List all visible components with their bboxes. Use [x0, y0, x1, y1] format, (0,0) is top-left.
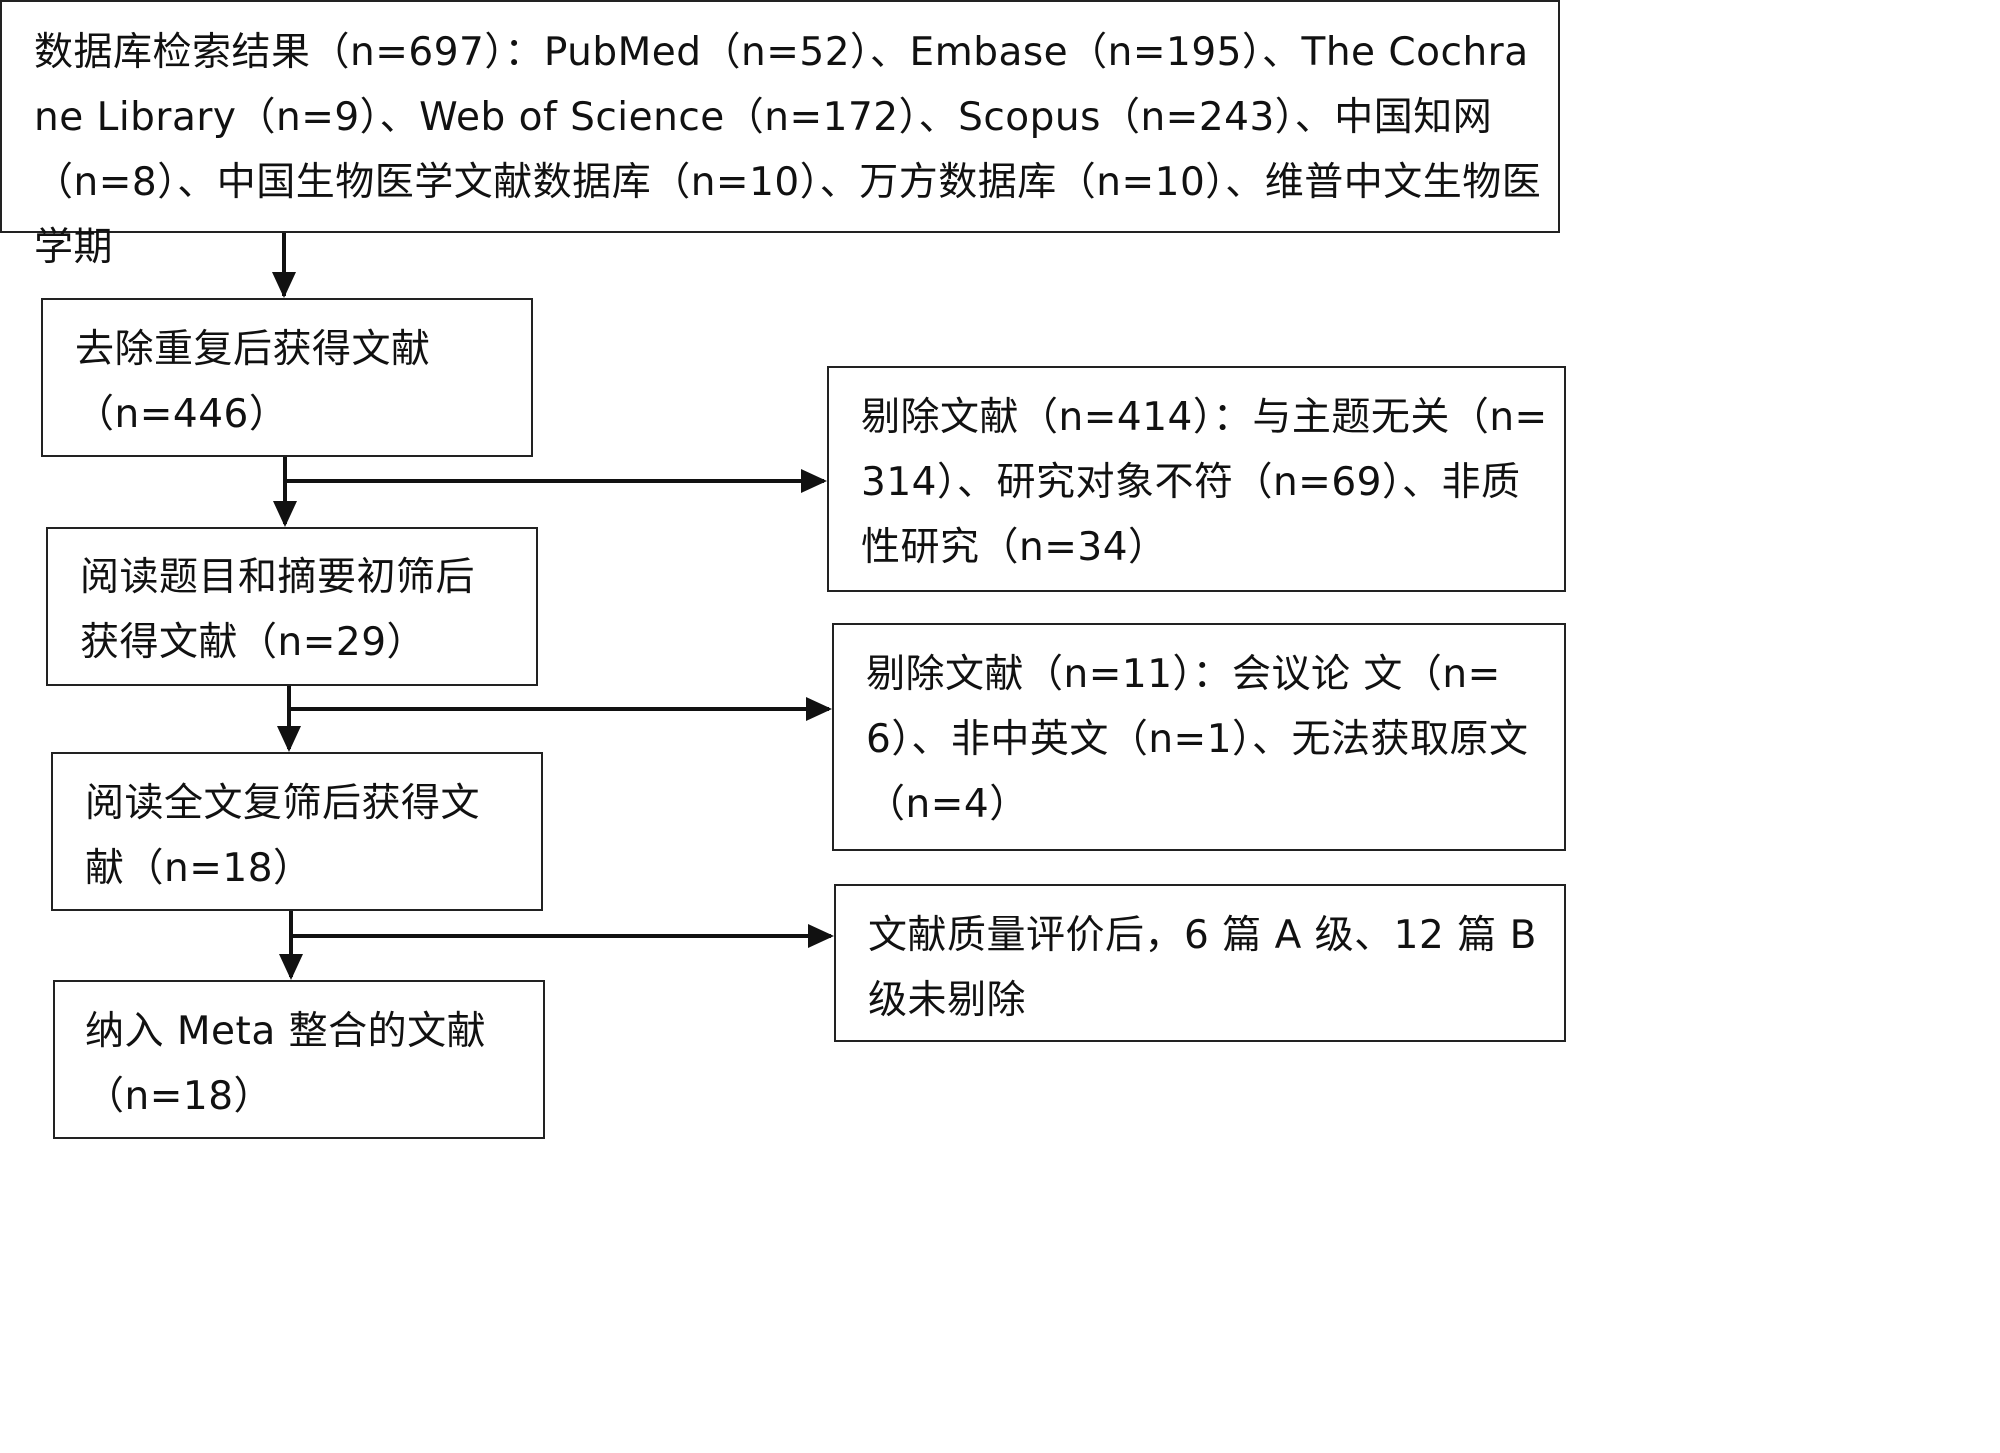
exclusion-text-1: 剔除文献（n=414）：与主题无关（n=314）、研究对象不符（n=69）、非质…: [861, 395, 1548, 570]
quality-assessment-text: 文献质量评价后，6 篇 A 级、12 篇 B 级未剔除: [868, 913, 1537, 1023]
arrowhead-screen-to-exclusion-2: [806, 697, 832, 721]
arrowhead-search-to-dedup: [272, 272, 296, 298]
search-results-box: 数据库检索结果（n=697）：PubMed（n=52）、Embase（n=195…: [0, 0, 1560, 270]
title-abstract-screen-box: 阅读题目和摘要初筛后获得文献（n=29）: [46, 527, 538, 686]
title-abstract-screen-text: 阅读题目和摘要初筛后获得文献（n=29）: [80, 555, 476, 665]
dedup-box: 去除重复后获得文献（n=446）: [41, 298, 533, 457]
arrowhead-screen-to-fulltext: [277, 726, 301, 752]
flow-connectors: [272, 233, 834, 980]
arrowhead-fulltext-to-quality: [808, 924, 834, 948]
search-results-text: 数据库检索结果（n=697）：PubMed（n=52）、Embase（n=195…: [34, 30, 1542, 270]
included-studies-box: 纳入 Meta 整合的文献（n=18）: [53, 980, 545, 1139]
arrowhead-dedup-to-exclusion-1: [801, 469, 827, 493]
quality-assessment-box: 文献质量评价后，6 篇 A 级、12 篇 B 级未剔除: [834, 884, 1566, 1042]
arrowhead-dedup-to-screen: [273, 501, 297, 527]
fulltext-screen-text: 阅读全文复筛后获得文献（n=18）: [85, 781, 481, 891]
included-studies-text: 纳入 Meta 整合的文献（n=18）: [85, 1009, 487, 1119]
exclusion-box-2: 剔除文献（n=11）：会议论 文（n=6）、非中英文（n=1）、无法获取原文（n…: [832, 623, 1566, 851]
fulltext-screen-box: 阅读全文复筛后获得文献（n=18）: [51, 752, 543, 911]
exclusion-text-2: 剔除文献（n=11）：会议论 文（n=6）、非中英文（n=1）、无法获取原文（n…: [866, 652, 1529, 827]
dedup-text: 去除重复后获得文献（n=446）: [75, 327, 431, 437]
arrowhead-fulltext-to-included: [279, 954, 303, 980]
exclusion-box-1: 剔除文献（n=414）：与主题无关（n=314）、研究对象不符（n=69）、非质…: [827, 366, 1566, 592]
